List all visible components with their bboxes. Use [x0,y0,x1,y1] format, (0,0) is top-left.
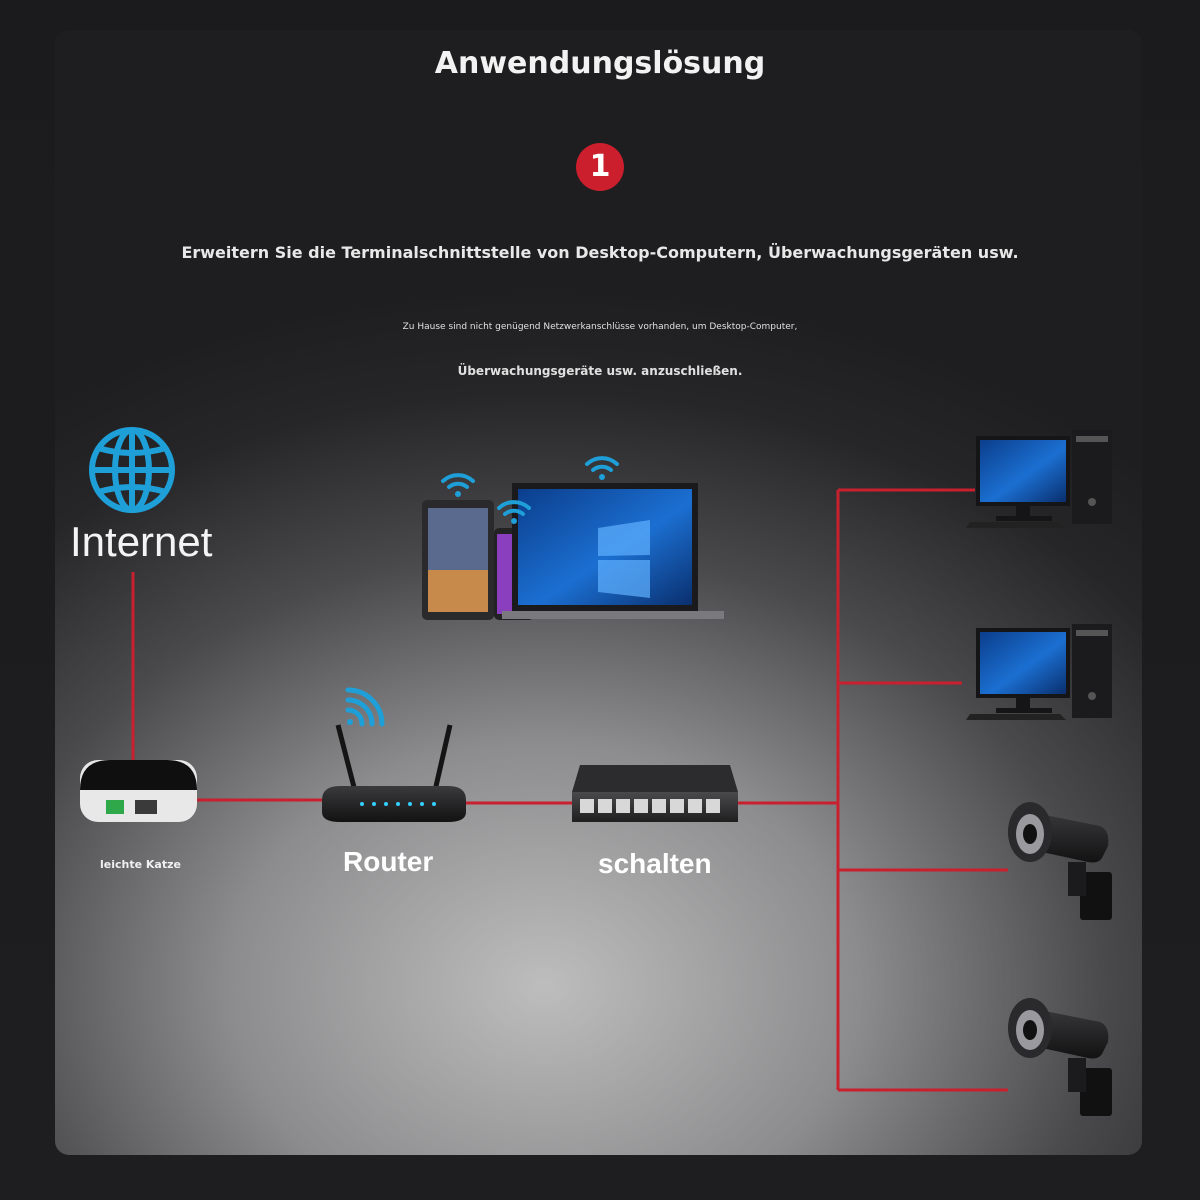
security-camera-icon [1008,802,1112,920]
laptop-icon [502,483,724,619]
desktop-pc-icon [966,624,1112,720]
wifi-icon [585,456,619,480]
switch-icon [572,765,738,822]
wifi-icon [497,500,531,524]
wifi-icon [441,473,475,497]
step-badge: 1 [576,143,624,191]
router-label: Router [343,846,434,877]
switch-label: schalten [598,848,712,879]
security-camera-icon [1008,998,1112,1116]
section-subtitle: Erweitern Sie die Terminalschnittstelle … [181,243,1019,262]
page-title: Anwendungslösung [434,46,766,81]
router-icon [322,724,466,822]
description-line-2: Überwachungsgeräte usw. anzuschließen. [457,364,743,378]
connection-lines [131,488,1008,1092]
globe-icon [89,427,175,513]
description-line-1: Zu Hause sind nicht genügend Netzwerkans… [402,322,798,332]
wifi-icon [345,687,385,727]
modem-icon [80,760,197,822]
modem-label: leichte Katze [100,858,181,871]
tablet-icon [422,500,494,620]
internet-label: Internet [70,518,213,565]
desktop-pc-icon [966,430,1112,528]
